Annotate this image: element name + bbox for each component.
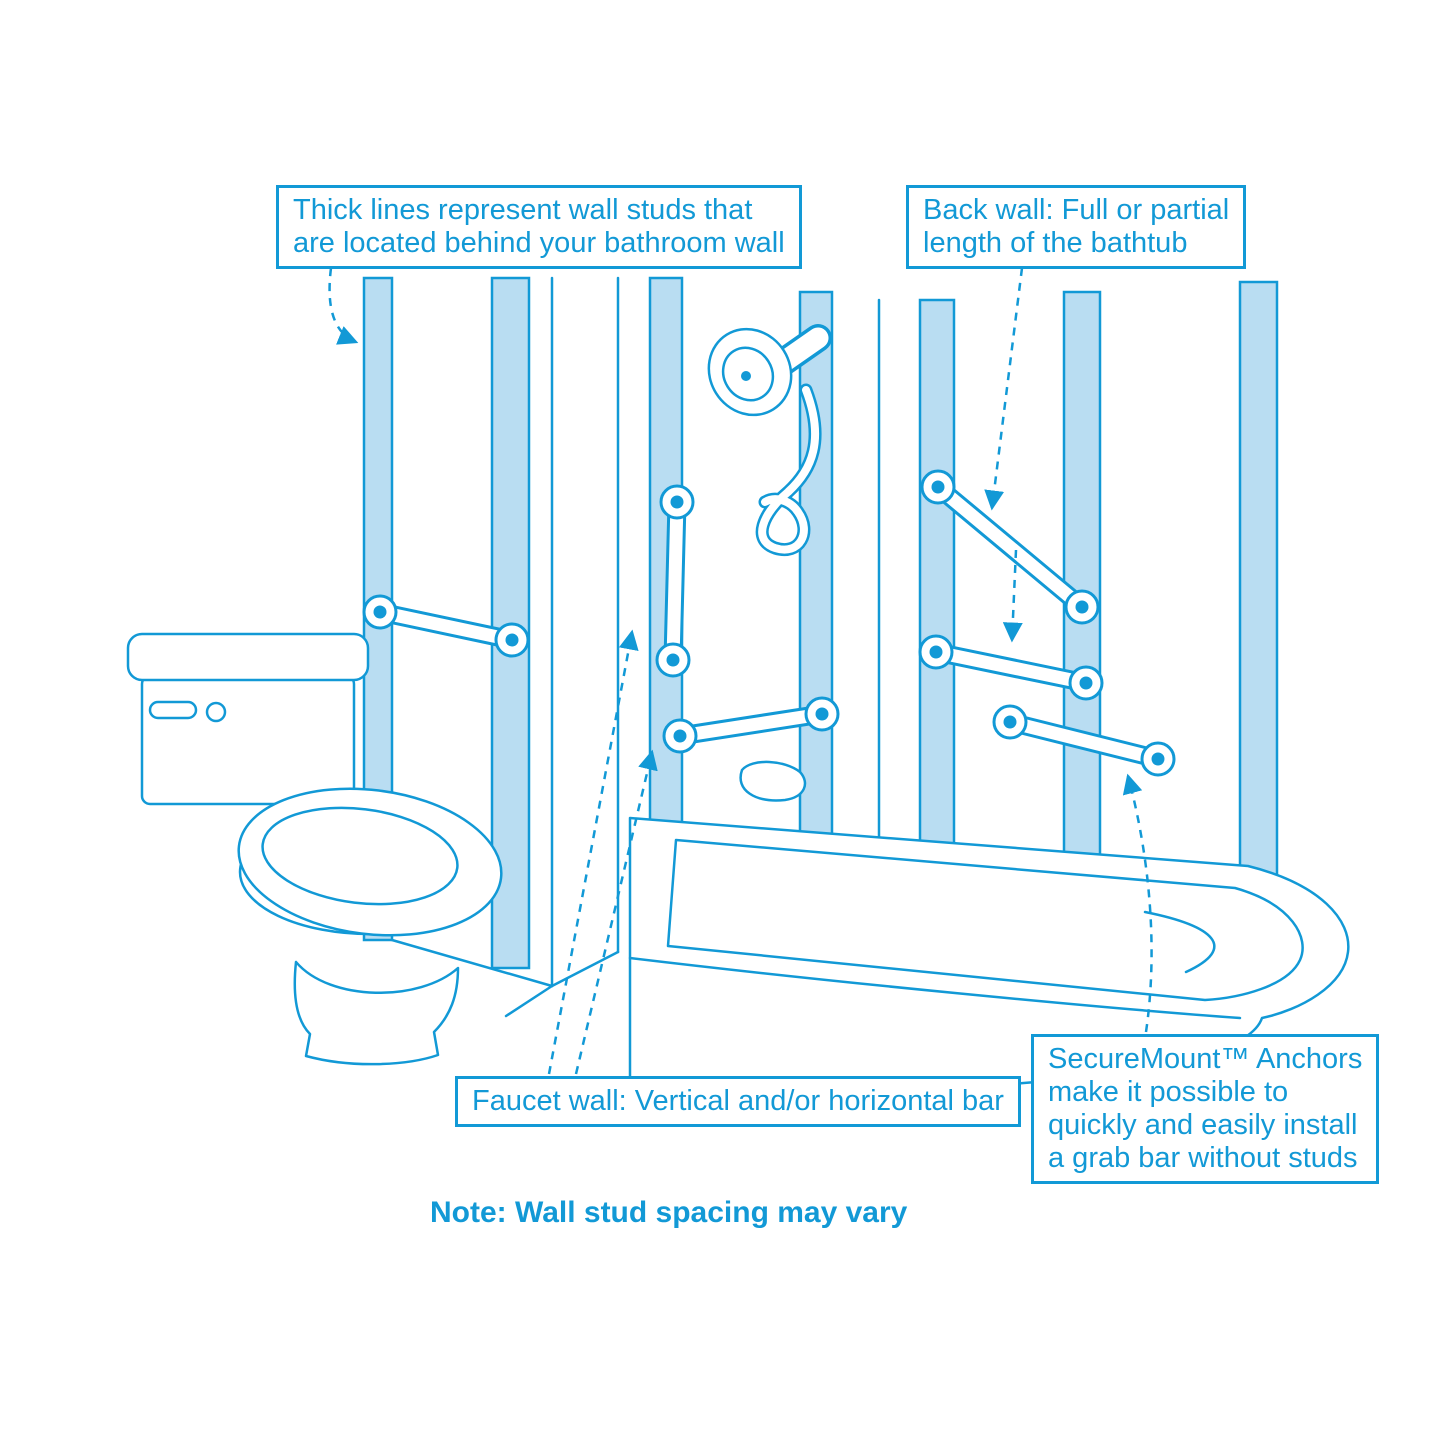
bathtub-inner-rim	[666, 838, 1304, 1002]
wall-stud	[918, 298, 956, 854]
toilet-flush-handle	[148, 700, 198, 720]
leader-arrow-back-wall-upper	[984, 267, 1024, 511]
leader-arrow-faucet-horizontal	[574, 749, 658, 1075]
callout-back-wall-line-2: length of the bathtub	[923, 227, 1188, 259]
leader-arrows	[328, 267, 1153, 1075]
callout-securemount-line-3: quickly and easily install	[1048, 1109, 1358, 1141]
grab-bar-faucet-horizontal	[662, 696, 840, 754]
wall-stud	[798, 290, 834, 842]
grab-bar-back-horizontal	[918, 634, 1104, 701]
callout-wall-studs-line-2: are located behind your bathroom wall	[293, 227, 785, 259]
wall-stud	[1238, 280, 1279, 882]
callout-back-wall-line-1: Back wall: Full or partial	[923, 194, 1230, 226]
leader-arrow-studs	[328, 267, 359, 345]
toilet	[126, 632, 503, 1066]
grab-bar-faucet-vertical	[655, 484, 695, 678]
wall-corners	[390, 276, 881, 1018]
callout-faucet-wall-line-1: Faucet wall: Vertical and/or horizontal …	[472, 1085, 1004, 1117]
shower-head	[707, 324, 832, 557]
note-text: Note: Wall stud spacing may vary	[430, 1196, 908, 1229]
grab-bar-back-diagonal	[920, 469, 1100, 625]
toilet-bolt	[205, 701, 227, 723]
callout-wall-studs: Thick lines represent wall studs that ar…	[276, 185, 802, 269]
toilet-base	[293, 960, 460, 1066]
faucet-spout	[739, 760, 807, 802]
grab-bar-securemount	[992, 704, 1176, 777]
bathtub-outer-rim	[628, 956, 1242, 1020]
wall-stud	[1062, 290, 1102, 864]
leader-arrow-securemount	[1122, 773, 1153, 1033]
callout-securemount-line-4: a grab bar without studs	[1048, 1142, 1358, 1174]
bathtub-basin-line	[1143, 910, 1216, 974]
toilet-seat-opening	[261, 806, 459, 906]
toilet-tank-lid	[126, 632, 370, 682]
toilet-tank	[140, 674, 356, 806]
grab-bar-left-wall	[362, 594, 530, 658]
leader-arrow-back-wall-lower	[1002, 549, 1023, 643]
callout-securemount-line-2: make it possible to	[1048, 1076, 1289, 1108]
callout-securemount: SecureMount™ Anchors make it possible to…	[1031, 1034, 1380, 1184]
callout-wall-studs-line-1: Thick lines represent wall studs that	[293, 194, 753, 226]
callout-faucet-wall: Faucet wall: Vertical and/or horizontal …	[455, 1076, 1021, 1127]
callout-back-wall: Back wall: Full or partial length of the…	[906, 185, 1247, 269]
callout-securemount-line-1: SecureMount™ Anchors	[1048, 1043, 1363, 1075]
